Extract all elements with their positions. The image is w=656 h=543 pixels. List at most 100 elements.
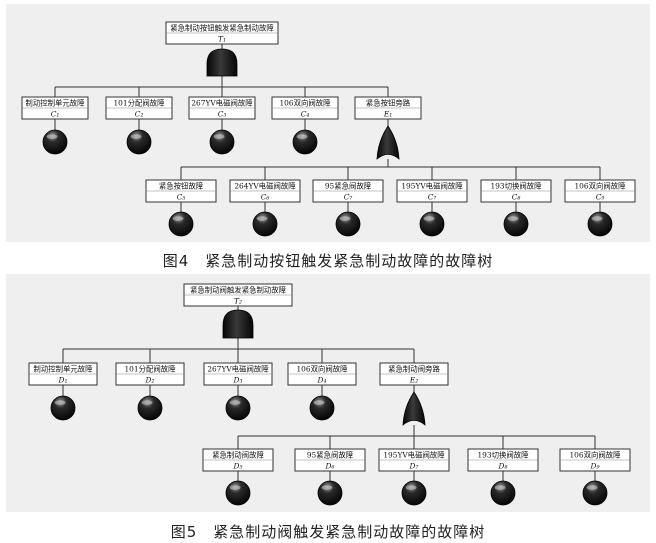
- event-label: 紧急制动阀触发紧急制动故障: [190, 286, 287, 295]
- basic-event-circle: [419, 211, 445, 237]
- and-gate-icon: [206, 48, 238, 77]
- basic-event-highlight: [507, 216, 519, 222]
- figure-caption: 图4 紧急制动按钮触发紧急制动故障的故障树: [162, 252, 494, 270]
- basic-event-icon: [335, 211, 361, 237]
- basic-event-highlight: [213, 134, 225, 140]
- basic-event-circle: [209, 129, 235, 155]
- or-gate-icon: [402, 391, 426, 426]
- event-label: 制动控制单元故障: [25, 99, 85, 108]
- event-label: 101分配阀故障: [113, 99, 165, 108]
- basic-event-circle: [50, 395, 76, 421]
- basic-event-icon: [582, 480, 608, 506]
- event-label: 106双向阀故障: [296, 365, 348, 374]
- basic-event-highlight: [405, 485, 417, 490]
- basic-event-highlight: [591, 216, 603, 222]
- basic-event-icon: [168, 211, 194, 237]
- basic-event-circle: [587, 211, 613, 237]
- or-gate-icon: [376, 125, 400, 160]
- basic-event-highlight: [339, 216, 351, 222]
- event-label: 紧急按钮旁路: [366, 99, 411, 108]
- basic-event-circle: [137, 395, 163, 421]
- event-id: T₁: [218, 35, 226, 44]
- basic-event-highlight: [494, 485, 506, 490]
- event-id: E₂: [409, 376, 418, 385]
- basic-event-circle: [126, 129, 152, 155]
- event-id: D₁: [58, 376, 68, 385]
- event-label: 195YV电磁阀故障: [401, 182, 463, 191]
- basic-event-highlight: [229, 400, 241, 405]
- event-id: C₁: [51, 110, 60, 119]
- event-box: 紧急制动阀旁路 E₂: [379, 362, 449, 386]
- basic-event-icon: [309, 395, 335, 421]
- event-label: 193切换阀故障: [490, 182, 542, 191]
- fault-tree-panel-2: [6, 274, 650, 512]
- basic-event-icon: [503, 211, 529, 237]
- basic-event-icon: [42, 129, 68, 155]
- event-label: 195YV电磁阀故障: [383, 451, 445, 460]
- basic-event-highlight: [586, 485, 598, 490]
- event-id: C₇: [344, 193, 353, 202]
- event-label: 106双向阀故障: [574, 182, 626, 191]
- event-label: 紧急制动阀旁路: [388, 365, 440, 374]
- event-box: 106双向阀故障 C₉: [564, 179, 636, 203]
- basic-event-icon: [490, 480, 516, 506]
- basic-event-highlight: [172, 216, 184, 222]
- basic-event-circle: [490, 480, 516, 506]
- event-id: C₉: [596, 193, 605, 202]
- event-label: 95紧急阀故障: [307, 451, 354, 460]
- event-label: 267YV电磁阀故障: [191, 99, 253, 108]
- basic-event-highlight: [423, 216, 435, 222]
- event-box: 制动控制单元故障 C₁: [21, 96, 89, 120]
- event-id: T₂: [234, 297, 242, 306]
- basic-event-circle: [401, 480, 427, 506]
- event-box: 267YV电磁阀故障 C₃: [188, 96, 256, 120]
- basic-event-icon: [401, 480, 427, 506]
- basic-event-circle: [225, 395, 251, 421]
- basic-event-icon: [419, 211, 445, 237]
- basic-event-icon: [126, 129, 152, 155]
- event-id: D₉: [590, 462, 600, 471]
- basic-event-icon: [50, 395, 76, 421]
- event-label: 264YV电磁阀故障: [234, 182, 296, 191]
- basic-event-circle: [42, 129, 68, 155]
- event-label: 95紧急阀故障: [325, 182, 372, 191]
- basic-event-icon: [225, 395, 251, 421]
- basic-event-icon: [252, 211, 278, 237]
- event-label: 106双向阀故障: [279, 99, 331, 108]
- event-id: C₇: [428, 193, 437, 202]
- event-box: 106双向阀故障 D₄: [287, 362, 357, 386]
- event-id: D₅: [233, 462, 243, 471]
- event-box: 195YV电磁阀故障 C₇: [396, 179, 468, 203]
- event-id: C₃: [218, 110, 227, 119]
- event-box: 紧急制动按钮触发紧急制动故障 T₁: [165, 21, 279, 45]
- event-id: D₄: [317, 376, 327, 385]
- basic-event-highlight: [54, 400, 66, 405]
- basic-event-highlight: [296, 134, 308, 140]
- basic-event-icon: [587, 211, 613, 237]
- event-id: C₅: [177, 193, 186, 202]
- basic-event-highlight: [141, 400, 153, 405]
- basic-event-circle: [503, 211, 529, 237]
- event-id: D₇: [409, 462, 419, 471]
- event-label: 紧急制动按钮触发紧急制动故障: [170, 24, 274, 33]
- event-label: 193切换阀故障: [477, 451, 529, 460]
- basic-event-icon: [209, 129, 235, 155]
- event-id: C₈: [512, 193, 521, 202]
- event-label: 267YV电磁阀故障: [207, 365, 269, 374]
- basic-event-circle: [252, 211, 278, 237]
- event-box: 紧急制动阀触发紧急制动故障 T₂: [183, 283, 293, 307]
- basic-event-highlight: [229, 485, 241, 490]
- basic-event-highlight: [256, 216, 268, 222]
- event-id: D₂: [145, 376, 155, 385]
- basic-event-icon: [137, 395, 163, 421]
